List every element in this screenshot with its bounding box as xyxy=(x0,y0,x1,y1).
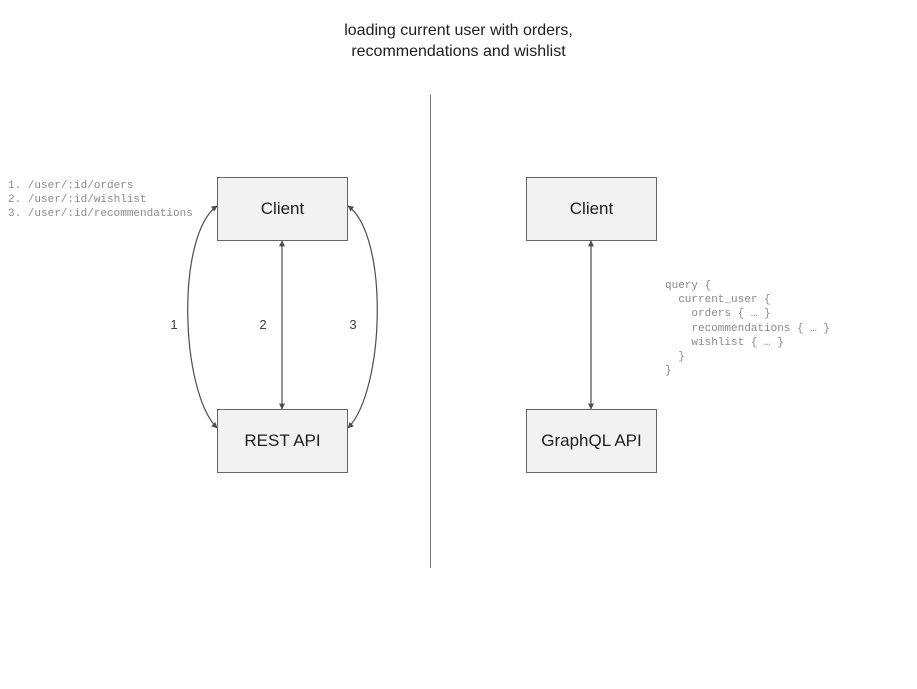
edge-rest-1 xyxy=(187,205,218,429)
node-graphql-api-label: GraphQL API xyxy=(541,431,642,450)
panel-divider xyxy=(430,95,431,568)
edge-label-3: 3 xyxy=(349,317,357,332)
edge-label-1: 1 xyxy=(170,317,178,332)
node-client-graphql-label: Client xyxy=(569,199,614,218)
edge-label-2: 2 xyxy=(259,317,267,332)
graphql-query-block: query { current_user { orders { … } reco… xyxy=(665,280,831,378)
node-client-rest-label: Client xyxy=(260,199,305,218)
node-client-rest[interactable]: Client xyxy=(217,177,348,241)
node-rest-api-label: REST API xyxy=(244,431,321,450)
node-graphql-api[interactable]: GraphQL API xyxy=(526,409,657,473)
node-client-graphql[interactable]: Client xyxy=(526,177,657,241)
rest-endpoint-list: 1. /user/:id/orders 2. /user/:id/wishlis… xyxy=(8,180,193,221)
node-rest-api[interactable]: REST API xyxy=(217,409,348,473)
diagram-title: loading current user with orders, recomm… xyxy=(344,22,573,60)
